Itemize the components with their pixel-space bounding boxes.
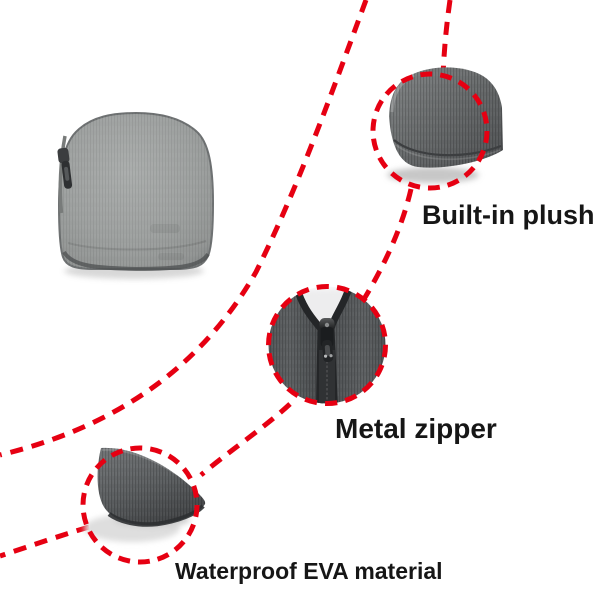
case-zipper-track-line	[58, 135, 67, 214]
case-bottom-rim	[62, 250, 210, 272]
case-embossed-logo	[150, 224, 180, 233]
case-zipper-pull	[57, 147, 73, 189]
plush-seam-stitch	[393, 139, 502, 157]
eva-callout-circle	[80, 445, 200, 565]
zipper-closed-strip	[319, 350, 335, 404]
case-fabric-texture	[59, 113, 213, 269]
zipper-callout-circle	[266, 284, 388, 406]
connector-top-to-plush	[440, 0, 453, 77]
callout-photo-plush	[370, 67, 503, 191]
callout-photo-zipper	[266, 284, 388, 406]
callout-connector-lines	[0, 0, 453, 559]
callout-label-eva: Waterproof EVA material	[175, 558, 443, 584]
callout-label-zipper: Metal zipper	[335, 413, 497, 444]
product-photo-case	[57, 111, 215, 279]
case-seam	[67, 240, 207, 251]
plush-callout-circle	[370, 71, 490, 191]
connector-eva-to-edge	[0, 524, 90, 559]
zipper-slider	[319, 318, 335, 363]
connector-sweep-curve	[0, 0, 369, 458]
connector-zipper-to-eva	[199, 402, 292, 477]
connector-plush-to-zipper	[361, 188, 414, 301]
eva-fabric-texture	[97, 447, 206, 526]
callout-label-plush: Built-in plush	[422, 200, 595, 230]
plush-seam-edge	[395, 144, 501, 161]
plush-fabric-texture	[389, 67, 503, 168]
case-embossed-mark	[158, 253, 184, 260]
eva-top-highlight	[101, 448, 177, 475]
callout-photo-eva	[80, 445, 206, 565]
